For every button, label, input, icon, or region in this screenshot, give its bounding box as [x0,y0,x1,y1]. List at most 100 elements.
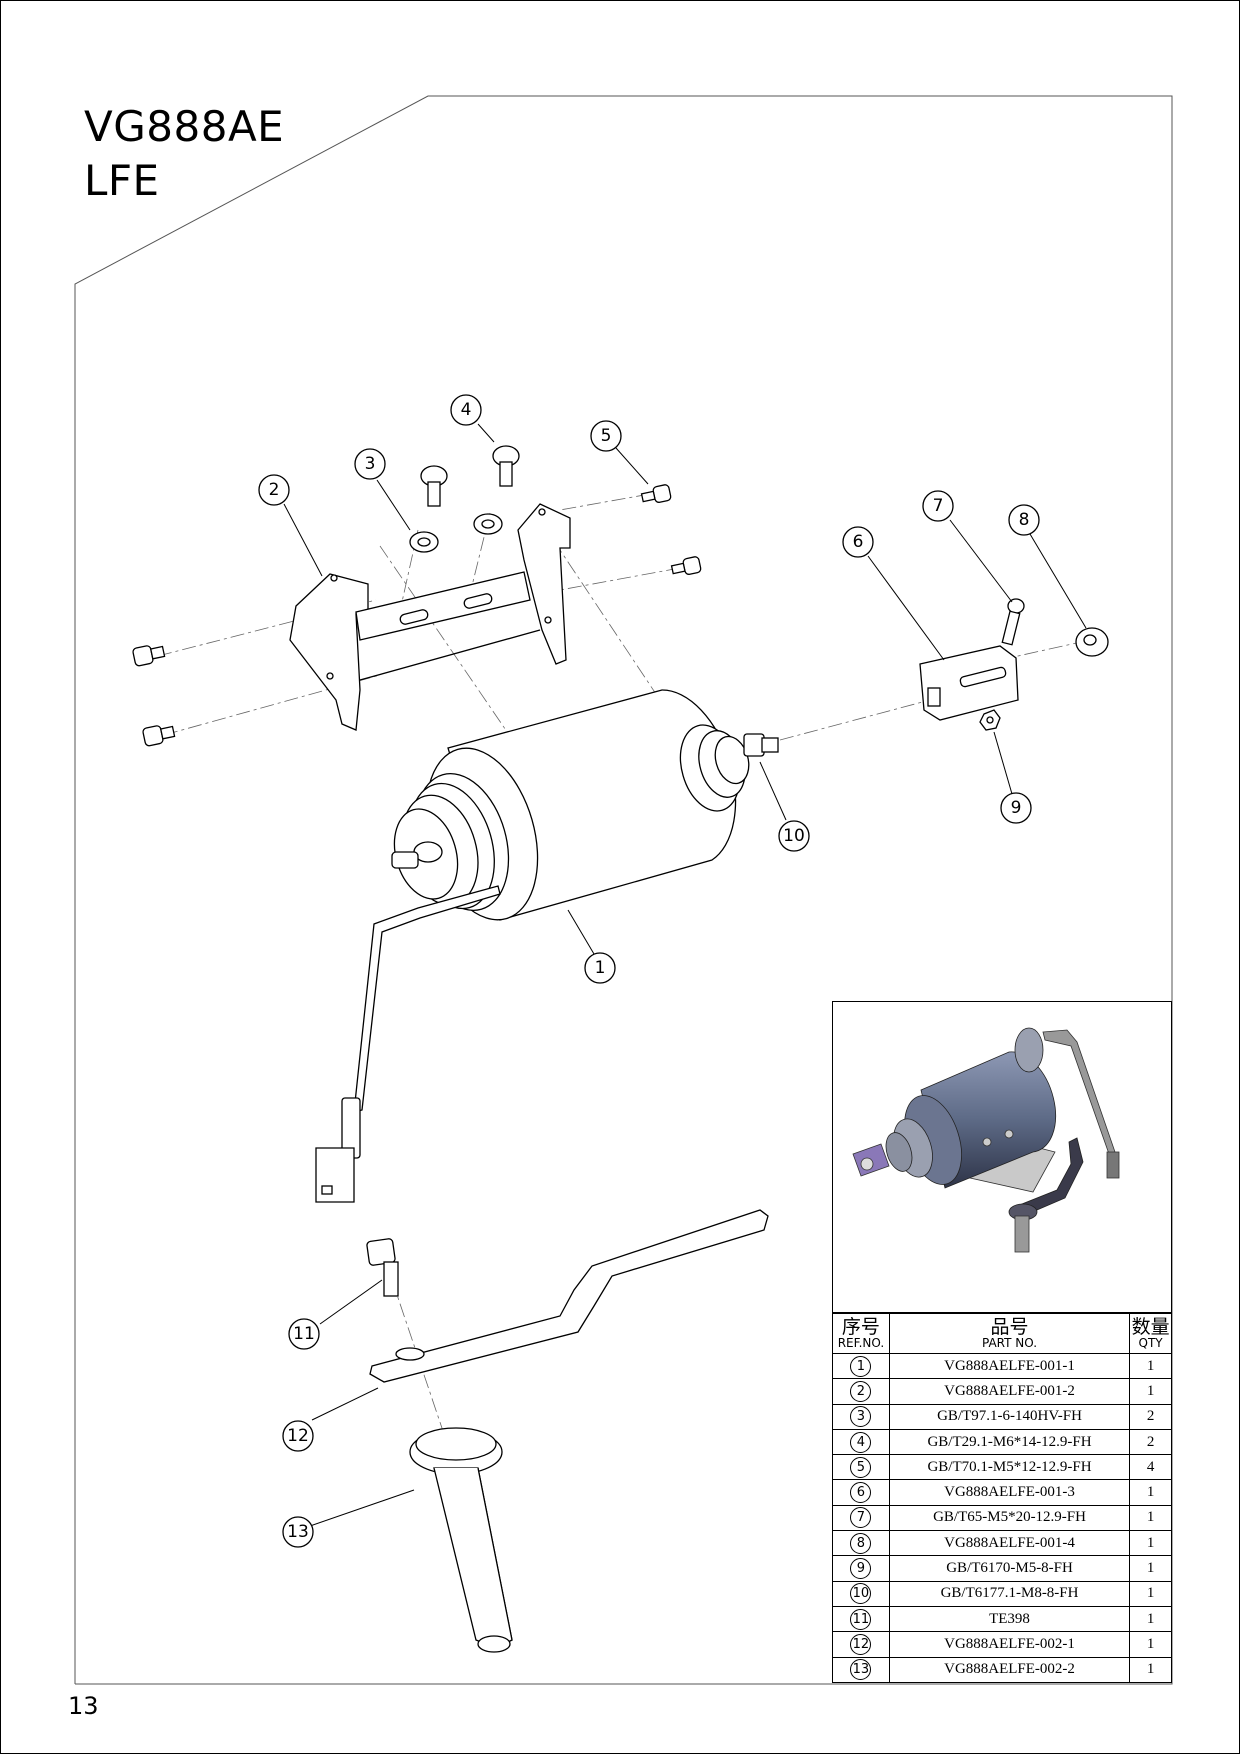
callout-8: 8 [1008,504,1040,536]
svg-text:1: 1 [595,958,606,978]
ref-number: 13 [850,1659,872,1681]
part-4-screws [420,445,520,507]
assembly-subtitle: LFE [84,156,160,205]
part-5-screws [132,484,702,747]
part-number: TE398 [888,1605,1131,1633]
part-1-solenoid [315,689,779,1203]
quantity: 1 [1129,1656,1172,1683]
svg-text:5: 5 [601,426,612,446]
part-12-lever [369,1209,769,1383]
svg-text:4: 4 [461,400,472,420]
part-number: GB/T65-M5*20-12.9-FH [888,1504,1131,1532]
svg-text:9: 9 [1011,798,1022,818]
ref-number: 2 [850,1380,872,1402]
quantity: 1 [1129,1605,1172,1633]
part-number: GB/T70.1-M5*12-12.9-FH [888,1454,1131,1481]
quantity: 2 [1129,1428,1172,1456]
svg-text:2: 2 [269,480,280,500]
part-number: VG888AELFE-001-2 [888,1378,1131,1405]
callout-3: 3 [354,448,386,480]
svg-text:13: 13 [287,1522,309,1542]
assembly-render-panel [832,1001,1172,1314]
part-7-pin [1001,598,1025,646]
ref-number: 12 [850,1633,872,1655]
callout-1: 1 [584,952,616,984]
callout-13: 13 [282,1516,314,1548]
part-number: VG888AELFE-001-4 [888,1530,1131,1557]
callout-12: 12 [282,1420,314,1452]
callout-5: 5 [590,420,622,452]
part-2-bracket [289,503,571,731]
part-number: GB/T6170-M5-8-FH [888,1555,1131,1582]
part-number: VG888AELFE-001-1 [888,1352,1131,1380]
quantity: 4 [1129,1454,1172,1481]
ref-number: 6 [850,1482,872,1504]
callout-9: 9 [1000,792,1032,824]
part-number: VG888AELFE-002-2 [888,1656,1131,1683]
part-number: GB/T97.1-6-140HV-FH [888,1403,1131,1430]
part-number: GB/T6177.1-M8-8-FH [888,1580,1131,1607]
quantity: 1 [1129,1631,1172,1658]
svg-text:8: 8 [1019,510,1030,530]
quantity: 1 [1129,1378,1172,1405]
svg-text:7: 7 [933,496,944,516]
part-11-screw [366,1238,399,1297]
quantity: 1 [1129,1530,1172,1557]
quantity: 2 [1129,1403,1172,1430]
part-8-washer [1075,627,1109,657]
callout-6: 6 [842,526,874,558]
callout-2: 2 [258,474,290,506]
ref-number: 7 [850,1507,872,1529]
callout-balloons: 1 2 3 4 5 6 7 8 9 10 11 12 13 [258,394,1040,1548]
callout-11: 11 [288,1318,320,1350]
assembly-render [852,1027,1120,1253]
ref-number: 4 [850,1431,872,1453]
quantity: 1 [1129,1555,1172,1582]
callout-7: 7 [922,490,954,522]
callout-10: 10 [778,820,810,852]
svg-text:3: 3 [365,454,376,474]
svg-text:12: 12 [287,1426,309,1446]
callout-4: 4 [450,394,482,426]
part-number: VG888AELFE-002-1 [888,1631,1131,1658]
model-title: VG888AE [84,102,285,151]
part-9-nut [979,709,1001,731]
ref-number: 5 [850,1456,872,1478]
svg-text:11: 11 [293,1324,315,1344]
part-3-washers [409,513,503,553]
ref-number: 3 [850,1406,872,1428]
ref-number: 10 [850,1583,872,1605]
ref-number: 11 [850,1608,872,1630]
quantity: 1 [1129,1352,1172,1380]
ref-number: 8 [850,1532,872,1554]
quantity: 1 [1129,1504,1172,1532]
part-number: VG888AELFE-001-3 [888,1479,1131,1506]
leader-lines [283,423,1087,1527]
quantity: 1 [1129,1580,1172,1607]
svg-text:10: 10 [783,826,805,846]
part-6-clevis [919,645,1019,721]
page-number: 13 [68,1692,99,1720]
svg-text:6: 6 [853,532,864,552]
ref-number: 9 [850,1558,872,1580]
